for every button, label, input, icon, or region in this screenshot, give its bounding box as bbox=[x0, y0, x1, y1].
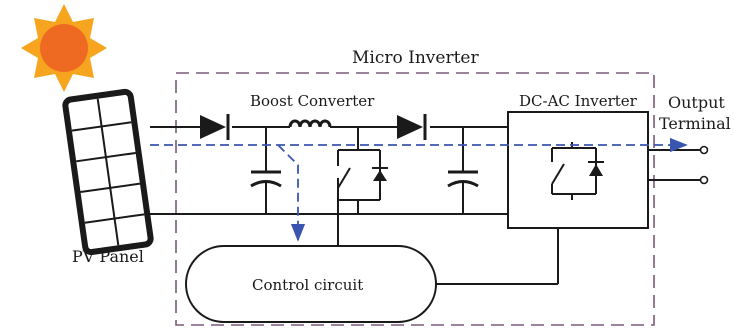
inverter-diode-icon bbox=[589, 164, 603, 176]
capacitor-icon bbox=[447, 170, 479, 188]
capacitor-icon bbox=[250, 170, 282, 188]
sensing-arrow bbox=[277, 144, 306, 242]
dc-ac-inverter-label: DC-AC Inverter bbox=[519, 92, 638, 110]
output-terminal-negative bbox=[699, 175, 709, 185]
dc-ac-inverter-block bbox=[507, 111, 649, 229]
pv-panel-icon bbox=[62, 88, 154, 256]
inductor-icon bbox=[288, 119, 332, 128]
micro-inverter-boundary bbox=[175, 72, 655, 326]
micro-inverter-label: Micro Inverter bbox=[352, 48, 479, 68]
diode-icon bbox=[397, 114, 427, 140]
output-terminal-label-line1: Output bbox=[668, 93, 725, 112]
output-terminal-label-line2: Terminal bbox=[659, 114, 731, 133]
flow-arrows bbox=[150, 137, 688, 242]
output-terminal-positive bbox=[699, 145, 709, 155]
sun-icon bbox=[21, 4, 107, 92]
diode-icon bbox=[200, 114, 230, 140]
boost-converter-label: Boost Converter bbox=[250, 92, 375, 110]
control-circuit-block bbox=[185, 245, 437, 323]
control-circuit-label: Control circuit bbox=[252, 276, 363, 294]
switch-icon bbox=[337, 167, 388, 189]
